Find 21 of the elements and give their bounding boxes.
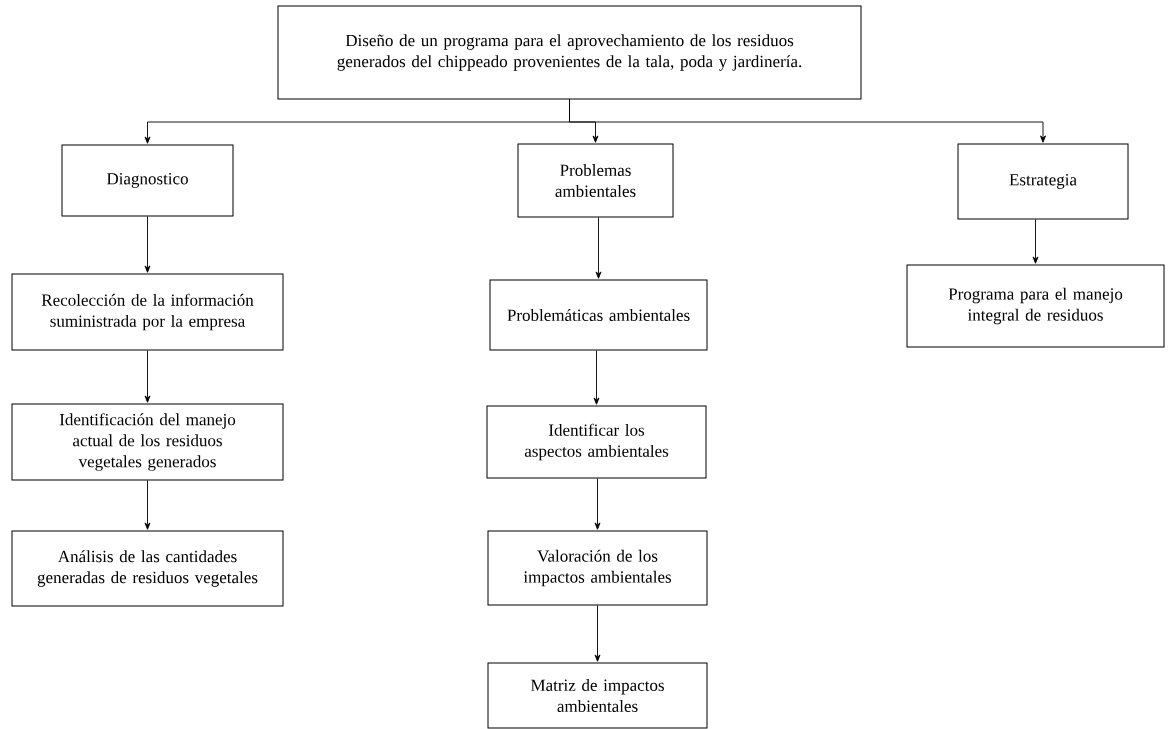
process-box: Problemáticas ambientales xyxy=(489,279,708,351)
process-box: Diagnostico xyxy=(61,144,234,217)
arrow xyxy=(594,605,601,662)
arrow xyxy=(595,217,602,279)
process-box: Recolección de la información suministrada por la empresa xyxy=(11,273,284,351)
arrow xyxy=(1032,219,1039,264)
process-box: Identificar los aspectos ambientales xyxy=(486,405,707,479)
process-box: Matriz de impactos ambientales xyxy=(487,662,708,729)
process-box: Estrategia xyxy=(957,143,1129,220)
process-box: Programa para el manejo integral de residuos xyxy=(906,264,1165,348)
arrow xyxy=(144,350,151,403)
arrow xyxy=(593,350,600,405)
arrow xyxy=(144,480,151,530)
process-box: Diseño de un programa para el aprovechamiento de los residuos generados del chippeado provenientes de la tala, poda y jardinería. xyxy=(277,5,862,100)
process-box: Análisis de las cantidades generadas de residuos vegetales xyxy=(11,530,284,607)
arrow xyxy=(594,478,601,530)
process-box: Valoración de los impactos ambientales xyxy=(487,530,708,606)
arrow xyxy=(144,216,151,273)
process-box: Problemas ambientales xyxy=(517,143,674,218)
arrow xyxy=(569,99,1046,143)
process-box: Identificación del manejo actual de los residuos vegetales generados xyxy=(11,403,284,481)
